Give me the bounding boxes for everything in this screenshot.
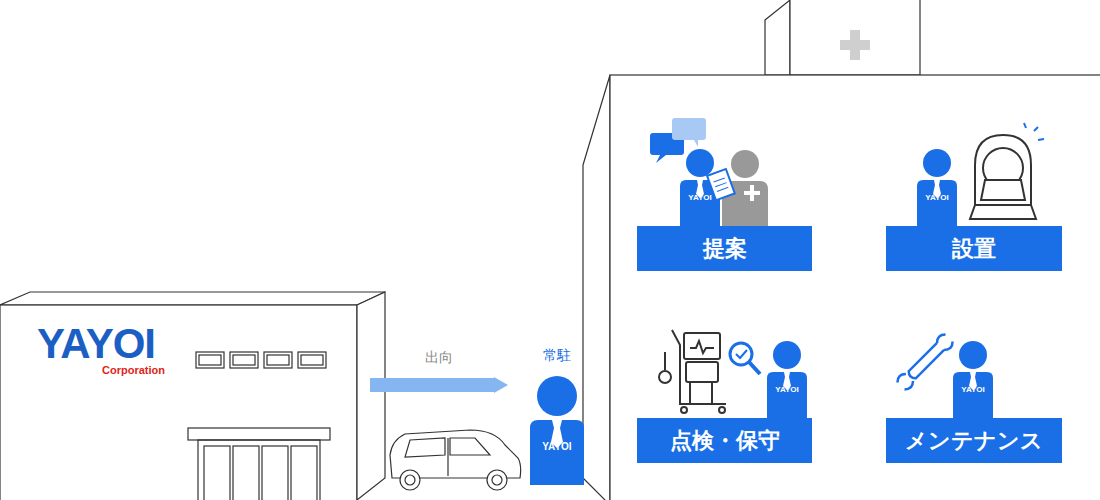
service-name: 提案 bbox=[703, 234, 747, 264]
company-building: YAYOICorporation bbox=[0, 305, 357, 500]
service-band: 設置 bbox=[886, 226, 1062, 271]
dispatch-arrow bbox=[370, 377, 508, 393]
service-name: メンテナンス bbox=[905, 426, 1043, 456]
service-band: 提案 bbox=[637, 226, 812, 271]
stationed-staff: 常駐 YAYOI bbox=[527, 346, 587, 486]
staff-badge: YAYOI bbox=[775, 385, 798, 394]
staff-badge: YAYOI bbox=[961, 385, 984, 394]
company-subtitle: Corporation bbox=[102, 364, 165, 377]
staff-role: 常駐 bbox=[527, 346, 587, 364]
service-band: 点検・保守 bbox=[637, 418, 812, 463]
staff-badge: YAYOI bbox=[527, 441, 587, 453]
service-name: 設置 bbox=[952, 234, 996, 264]
service-band: メンテナンス bbox=[886, 418, 1062, 463]
service-name: 点検・保守 bbox=[670, 426, 780, 456]
staff-badge: YAYOI bbox=[925, 193, 948, 202]
company-logo: YAYOI bbox=[37, 323, 155, 365]
staff-badge: YAYOI bbox=[688, 193, 711, 202]
edge-label: 出向 bbox=[425, 348, 453, 366]
